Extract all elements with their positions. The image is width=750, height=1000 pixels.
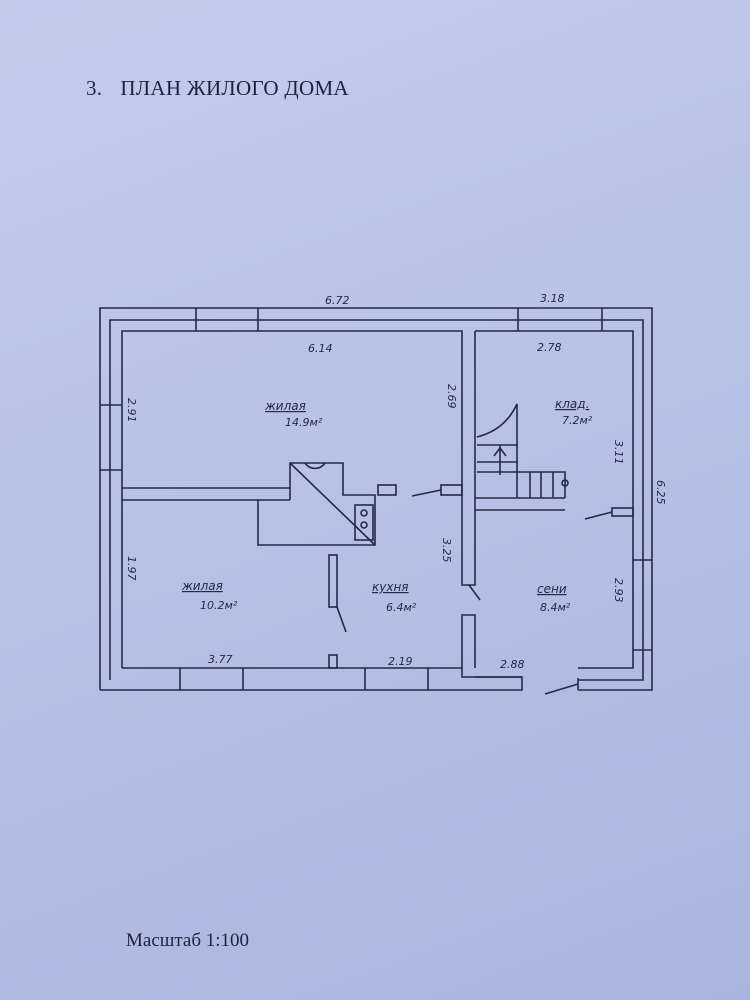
dimension-labels: 6.72 3.18 6.25 6.14 2.91 2.69 2.78 3.11 …	[125, 292, 667, 671]
dim-storage-depth: 3.11	[612, 440, 625, 465]
dim-right: 6.25	[654, 480, 667, 505]
room-name-living-2: жилая	[181, 579, 223, 593]
room-labels: жилая 14.9м² клад. 7.2м² жилая 10.2м² ку…	[181, 397, 593, 614]
interior-walls	[122, 480, 634, 669]
room-area-storage: 7.2м²	[562, 414, 593, 427]
section-number: 3.	[86, 76, 103, 100]
stove	[257, 462, 376, 546]
dim-living1-right: 2.69	[445, 384, 458, 409]
dim-kitchen-depth: 3.25	[440, 538, 453, 563]
scale-label: Масштаб 1:100	[126, 930, 250, 951]
room-area-kitchen: 6.4м²	[386, 601, 417, 614]
dim-top-left: 6.72	[325, 294, 350, 307]
room-name-storage: клад.	[555, 397, 589, 411]
dim-living1-depth: 2.91	[125, 398, 138, 423]
dim-top-right: 3.18	[540, 292, 565, 305]
section-title: ПЛАН ЖИЛОГО ДОМА	[120, 76, 349, 100]
dim-kitchen-width: 2.19	[388, 655, 413, 668]
outer-walls	[99, 307, 653, 691]
room-area-living-1: 14.9м²	[285, 416, 323, 429]
room-name-entry: сени	[537, 582, 567, 596]
dim-living2-width: 3.77	[208, 653, 233, 666]
dim-living2-depth: 1.97	[125, 556, 138, 581]
doors	[336, 489, 613, 695]
dim-entry-width: 2.88	[500, 658, 525, 671]
room-area-entry: 8.4м²	[540, 601, 571, 614]
dim-living1-width: 6.14	[308, 342, 333, 355]
page-title: 3. ПЛАН ЖИЛОГО ДОМА	[86, 76, 349, 101]
room-name-kitchen: кухня	[372, 580, 409, 594]
room-name-living-1: жилая	[264, 399, 306, 413]
staircase	[476, 403, 569, 498]
dim-entry-depth: 2.93	[612, 578, 625, 603]
dim-storage-width: 2.78	[537, 341, 562, 354]
room-area-living-2: 10.2м²	[200, 599, 238, 612]
